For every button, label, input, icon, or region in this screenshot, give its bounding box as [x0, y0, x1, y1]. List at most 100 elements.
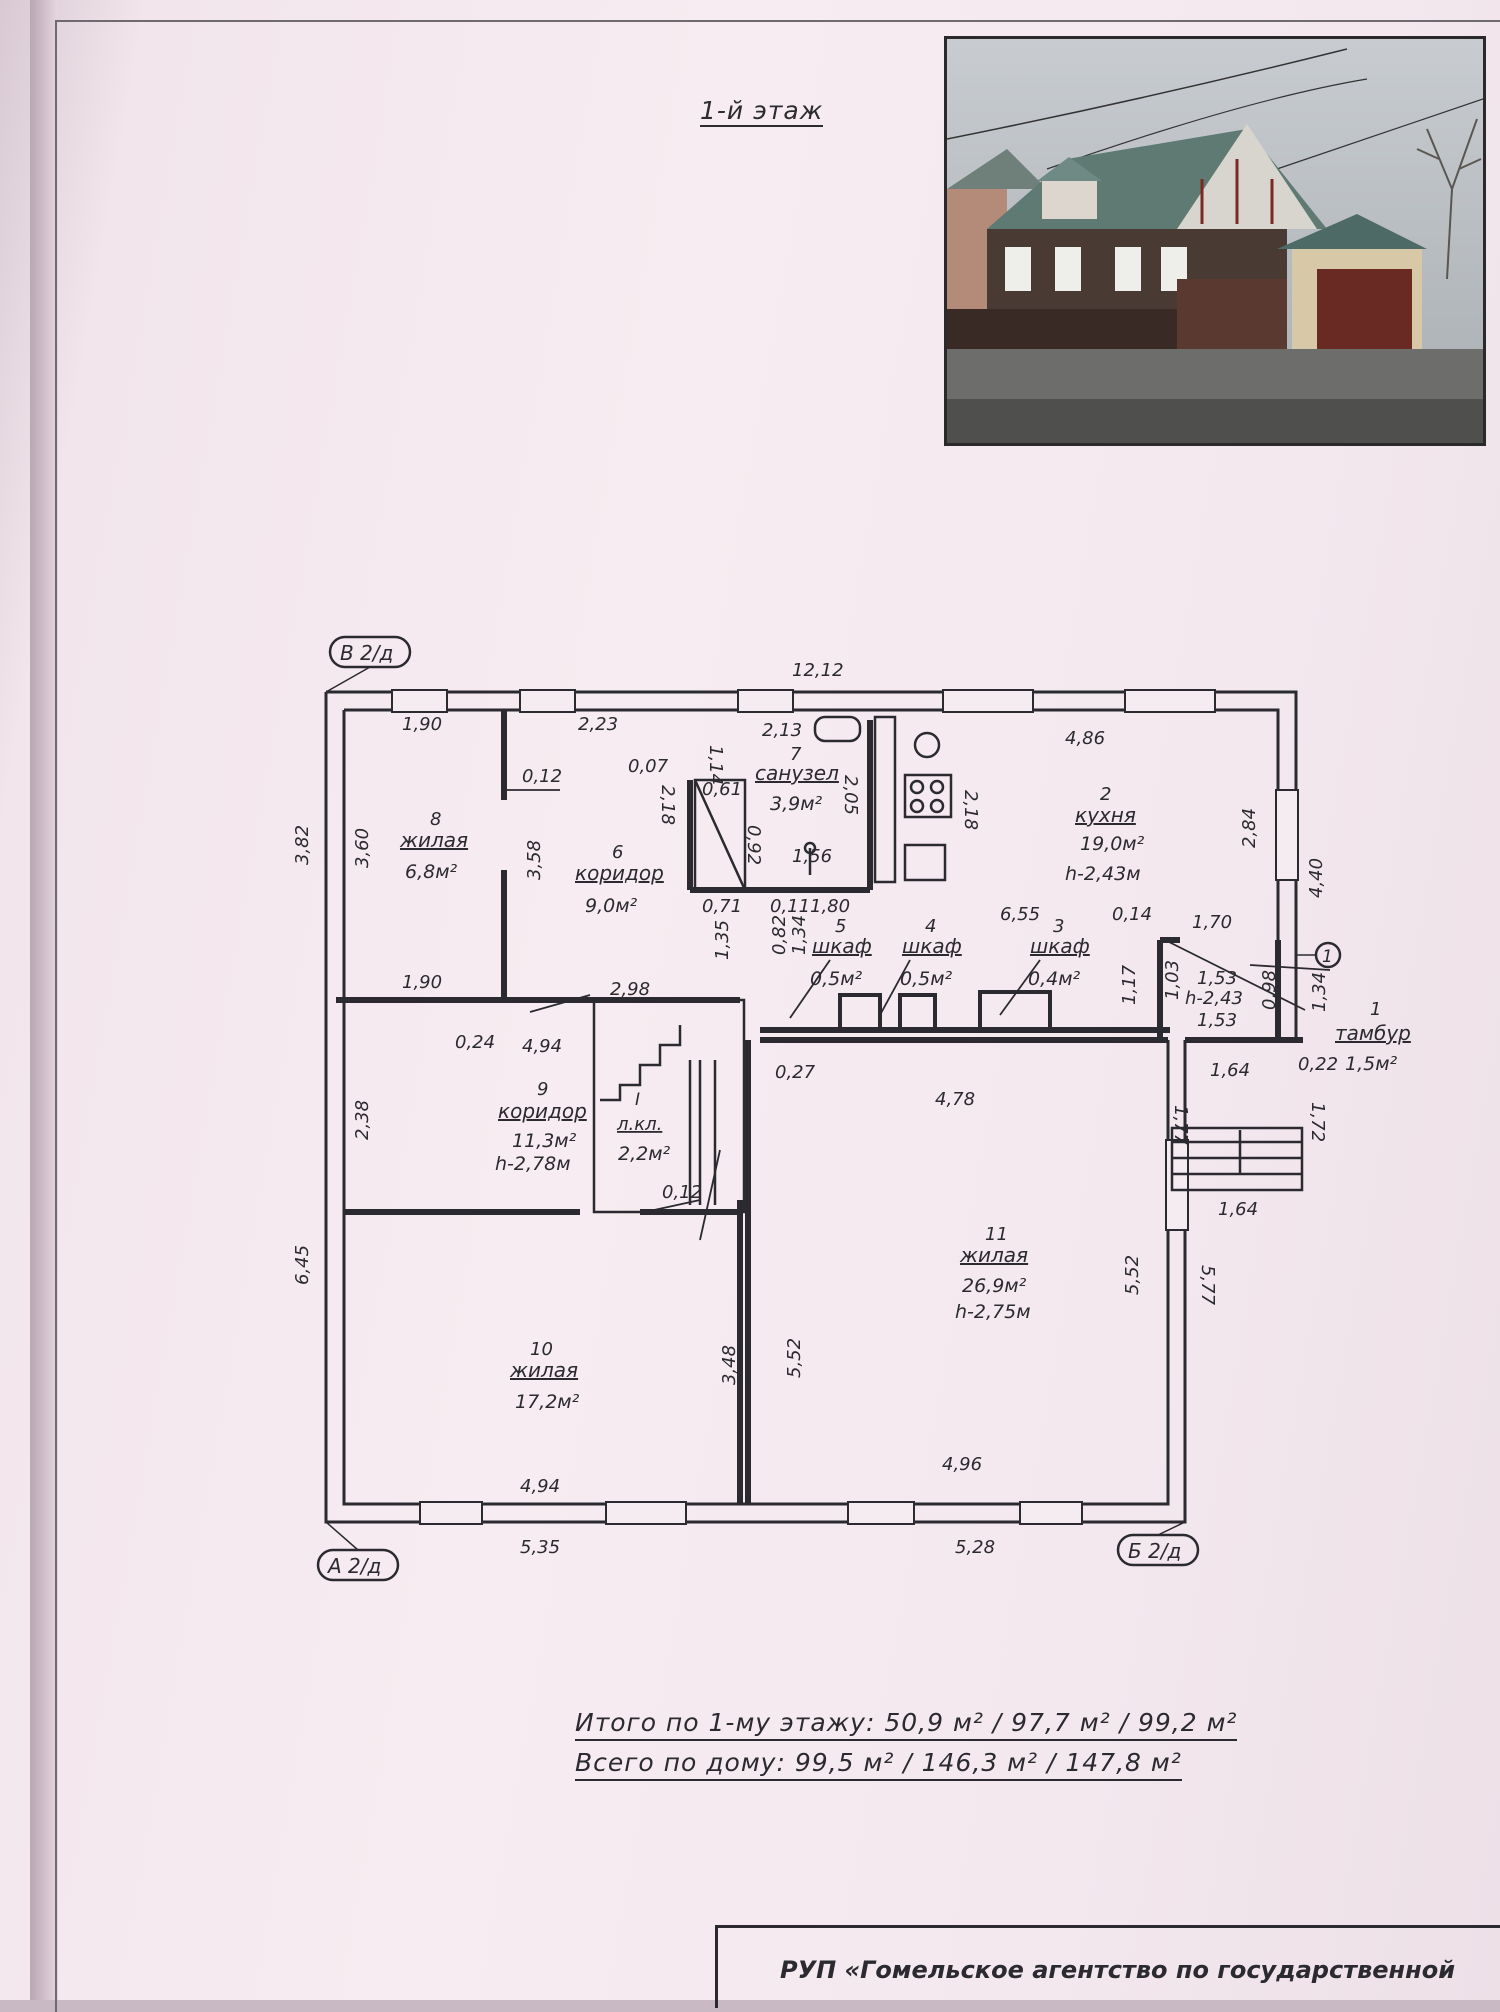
room-5-name: шкаф — [812, 934, 872, 958]
room-9-name: коридор — [498, 1099, 587, 1123]
axis-marker: 1 — [1322, 947, 1333, 967]
axis-top-left: В 2/д — [340, 641, 393, 665]
dim-1-90-top: 1,90 — [402, 714, 442, 735]
room-4-name: шкаф — [902, 934, 962, 958]
dim-5-52-mid: 5,52 — [784, 1338, 805, 1378]
room-10-name: жилая — [509, 1358, 578, 1382]
room-4-num: 4 — [925, 916, 936, 937]
dim-5-52-right: 5,52 — [1122, 1255, 1143, 1295]
dim-0-24: 0,24 — [455, 1032, 495, 1053]
dim-5-35: 5,35 — [520, 1537, 560, 1558]
dim-1-14: 1,14 — [705, 745, 726, 785]
outer-wall-outline — [326, 692, 1296, 1522]
room-3-num: 3 — [1053, 916, 1064, 937]
room-I-name: л.кл. — [616, 1114, 662, 1135]
dim-0-12-mid: 0,12 — [662, 1182, 702, 1203]
room-10-num: 10 — [530, 1339, 553, 1360]
room-11-num: 11 — [985, 1224, 1008, 1245]
dim-4-40: 4,40 — [1306, 858, 1327, 898]
dim-2-13: 2,13 — [762, 720, 802, 741]
room-1-area: 1,5м² — [1345, 1053, 1398, 1075]
dim-1-34-b: 1,34 — [1309, 972, 1330, 1012]
dim-2-84: 2,84 — [1239, 808, 1260, 848]
floor-plan: В 2/д А 2/д Б 2/д 1 1 тамбур 1,5м² 2 кух… — [292, 635, 1411, 1582]
dim-0-82: 0,82 — [769, 915, 790, 955]
dim-0-98: 0,98 — [1259, 970, 1280, 1010]
dim-1-35: 1,35 — [712, 920, 733, 960]
dim-2-05: 2,05 — [840, 775, 861, 815]
stamp-box — [715, 1925, 1500, 2008]
room-3-name: шкаф — [1030, 934, 1090, 958]
dim-3-82: 3,82 — [292, 825, 313, 865]
house-totals-text: Всего по дому: 99,5 м² / 146,3 м² / 147,… — [575, 1748, 1182, 1781]
dim-1-90-bottom: 1,90 — [402, 972, 442, 993]
dim-2-38: 2,38 — [352, 1100, 373, 1140]
room-11-name: жилая — [959, 1243, 1028, 1267]
dim-4-94-top: 4,94 — [522, 1036, 562, 1057]
room-9-num: 9 — [537, 1079, 548, 1100]
room-11-height: h-2,75м — [955, 1301, 1031, 1323]
dim-4-78: 4,78 — [935, 1089, 975, 1110]
dim-1-53-a: 1,53 — [1197, 968, 1237, 989]
room-2-name: кухня — [1075, 803, 1136, 827]
room-2-height: h-2,43м — [1065, 863, 1141, 885]
house-photo — [944, 36, 1486, 446]
dim-0-61: 0,61 — [702, 779, 742, 800]
dim-2-18-a: 2,18 — [657, 785, 678, 825]
room-9-height: h-2,78м — [495, 1153, 571, 1175]
room-2-area: 19,0м² — [1080, 833, 1145, 855]
room-I-area: 2,2м² — [618, 1143, 671, 1165]
dim-6-45: 6,45 — [292, 1245, 313, 1285]
dim-5-77: 5,77 — [1197, 1265, 1218, 1306]
room-5-area: 0,5м² — [810, 968, 863, 990]
dim-1-77: 1,77 — [1170, 1105, 1191, 1146]
dim-2-23: 2,23 — [578, 714, 618, 735]
dim-1-70: 1,70 — [1192, 912, 1232, 933]
room-6-name: коридор — [575, 861, 664, 885]
dim-3-58: 3,58 — [524, 840, 545, 880]
room-1-name: тамбур — [1335, 1021, 1411, 1045]
dim-0-12-top: 0,12 — [522, 766, 562, 787]
dim-1-17: 1,17 — [1119, 964, 1140, 1005]
dim-2-18-b: 2,18 — [960, 790, 981, 830]
stamp-text: РУП «Гомельское агентство по государстве… — [780, 1956, 1456, 1984]
dim-0-11: 0,11 — [770, 896, 810, 917]
floor-totals: Итого по 1-му этажу: 50,9 м² / 97,7 м² /… — [575, 1708, 1238, 1741]
dim-4-96: 4,96 — [942, 1454, 982, 1475]
dim-0-92: 0,92 — [743, 825, 764, 865]
dim-12-12: 12,12 — [792, 660, 844, 681]
frame-line — [55, 20, 1500, 2012]
dim-1-64-b: 1,64 — [1218, 1199, 1258, 1220]
room-10-area: 17,2м² — [515, 1391, 580, 1413]
dim-4-94-bottom: 4,94 — [520, 1476, 560, 1497]
dim-3-48: 3,48 — [719, 1345, 740, 1385]
room-4-area: 0,5м² — [900, 968, 953, 990]
room-1-num: 1 — [1370, 999, 1381, 1020]
dim-1-34-a: 1,34 — [789, 915, 810, 955]
room-7-area: 3,9м² — [770, 793, 823, 815]
dim-5-28: 5,28 — [955, 1537, 995, 1558]
room-9-area: 11,3м² — [512, 1130, 577, 1152]
dim-0-27: 0,27 — [775, 1062, 816, 1083]
dim-3-60: 3,60 — [352, 828, 373, 868]
room-2-num: 2 — [1100, 784, 1111, 805]
dim-0-22: 0,22 — [1298, 1054, 1338, 1075]
room-8-area: 6,8м² — [405, 861, 458, 883]
dim-4-86: 4,86 — [1065, 728, 1105, 749]
dim-1-53-b: 1,53 — [1197, 1010, 1237, 1031]
room-I-num: I — [635, 1090, 640, 1110]
binder-fold — [30, 0, 58, 2000]
dim-1-80: 1,80 — [810, 896, 850, 917]
house-totals: Всего по дому: 99,5 м² / 146,3 м² / 147,… — [575, 1748, 1182, 1781]
room-3-area: 0,4м² — [1028, 968, 1081, 990]
dim-2-98: 2,98 — [610, 979, 650, 1000]
dim-h-2-43: h-2,43 — [1185, 988, 1243, 1009]
dim-1-56: 1,56 — [792, 846, 832, 867]
room-6-num: 6 — [612, 842, 623, 863]
room-6-area: 9,0м² — [585, 895, 638, 917]
dim-1-72: 1,72 — [1307, 1102, 1328, 1142]
room-7-num: 7 — [790, 744, 802, 765]
floor-title: 1-й этаж — [700, 96, 824, 127]
dim-0-71: 0,71 — [702, 896, 742, 917]
dim-1-64-a: 1,64 — [1210, 1060, 1250, 1081]
